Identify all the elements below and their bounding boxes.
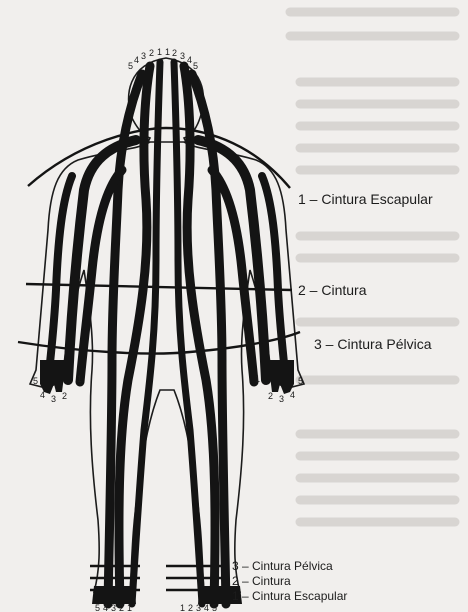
hand-number: 2: [268, 391, 273, 401]
head-number: 1: [165, 47, 170, 57]
hand-number: 5: [33, 376, 38, 386]
hand-number: 2: [62, 391, 67, 401]
left-hand: [40, 360, 66, 394]
foot-number: 1: [180, 603, 185, 612]
foot-number: 3: [111, 603, 116, 612]
label-cintura: 2 – Cintura: [298, 282, 367, 298]
foot-number: 4: [103, 603, 108, 612]
feet-label-escapular: 1 – Cintura Escapular: [232, 589, 347, 603]
head-number: 3: [141, 51, 146, 61]
head-number: 4: [187, 55, 192, 65]
hand-number: 4: [290, 390, 295, 400]
hand-number: 5: [298, 376, 303, 386]
right-hand: [268, 360, 294, 394]
foot-numbers: 5 4 3 2 1 1 2 3 4 5: [95, 603, 217, 612]
hand-number: 1: [255, 374, 260, 384]
background-text-ghost: [290, 12, 455, 522]
head-number: 3: [180, 51, 185, 61]
head-number: 2: [149, 48, 154, 58]
label-escapular: 1 – Cintura Escapular: [298, 191, 433, 207]
foot-number: 4: [204, 603, 209, 612]
line-pelvica: [18, 332, 300, 354]
head-number: 5: [193, 61, 198, 71]
hand-number: 3: [279, 394, 284, 404]
foot-number: 2: [188, 603, 193, 612]
hand-number: 3: [51, 394, 56, 404]
feet-label-cintura: 2 – Cintura: [232, 574, 291, 588]
hand-number: 1: [77, 374, 82, 384]
foot-number: 5: [212, 603, 217, 612]
feet-labels: 3 – Cintura Pélvica 2 – Cintura 1 – Cint…: [232, 559, 347, 603]
feet-label-pelvica: 3 – Cintura Pélvica: [232, 559, 333, 573]
foot-number: 1: [127, 603, 132, 612]
meridian-stripes: [48, 62, 286, 604]
foot-number: 2: [119, 603, 124, 612]
head-number: 1: [157, 47, 162, 57]
left-foot: [92, 586, 136, 604]
label-pelvica: 3 – Cintura Pélvica: [314, 336, 432, 352]
head-number: 2: [172, 48, 177, 58]
girdle-labels: 1 – Cintura Escapular 2 – Cintura 3 – Ci…: [298, 191, 433, 352]
head-number: 4: [134, 55, 139, 65]
hand-number: 4: [40, 390, 45, 400]
foot-number: 3: [196, 603, 201, 612]
stripe-arm-left-1: [68, 140, 136, 380]
feet: [92, 586, 242, 604]
foot-number: 5: [95, 603, 100, 612]
head-number: 5: [128, 61, 133, 71]
